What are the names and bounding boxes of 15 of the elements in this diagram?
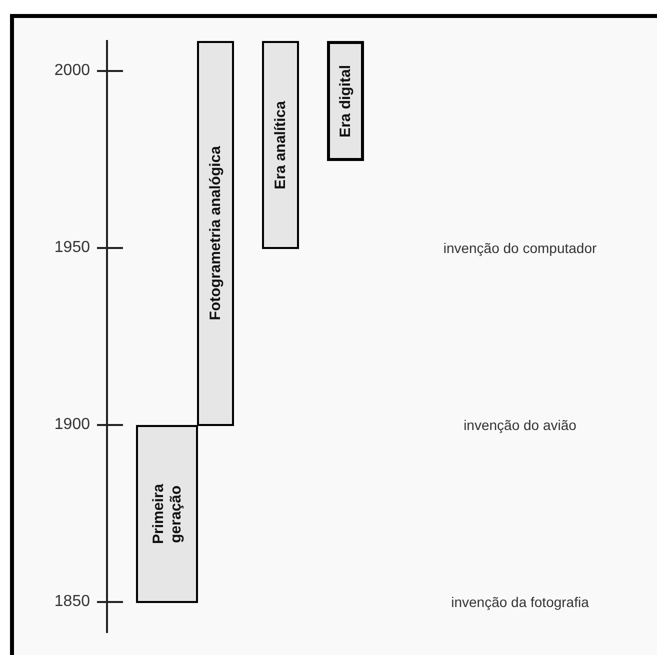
year-label: 2000 (54, 63, 90, 79)
year-label: 1950 (54, 240, 90, 256)
era-bar (327, 41, 364, 161)
era-label: Era digital (336, 64, 354, 138)
era-bar (262, 41, 299, 249)
era-bar (136, 425, 198, 603)
year-label: 1850 (54, 594, 90, 610)
year-label: 1900 (54, 417, 90, 433)
era-label: Primeira geração (150, 482, 184, 546)
era-label: Era analítica (272, 100, 290, 190)
era-label: Fotogrametria analógica (206, 146, 224, 321)
event-label: invenção do avião (462, 418, 578, 432)
event-label: invenção do computador (442, 241, 598, 255)
event-label: invenção da fotografia (450, 595, 590, 609)
era-bar (197, 41, 234, 426)
